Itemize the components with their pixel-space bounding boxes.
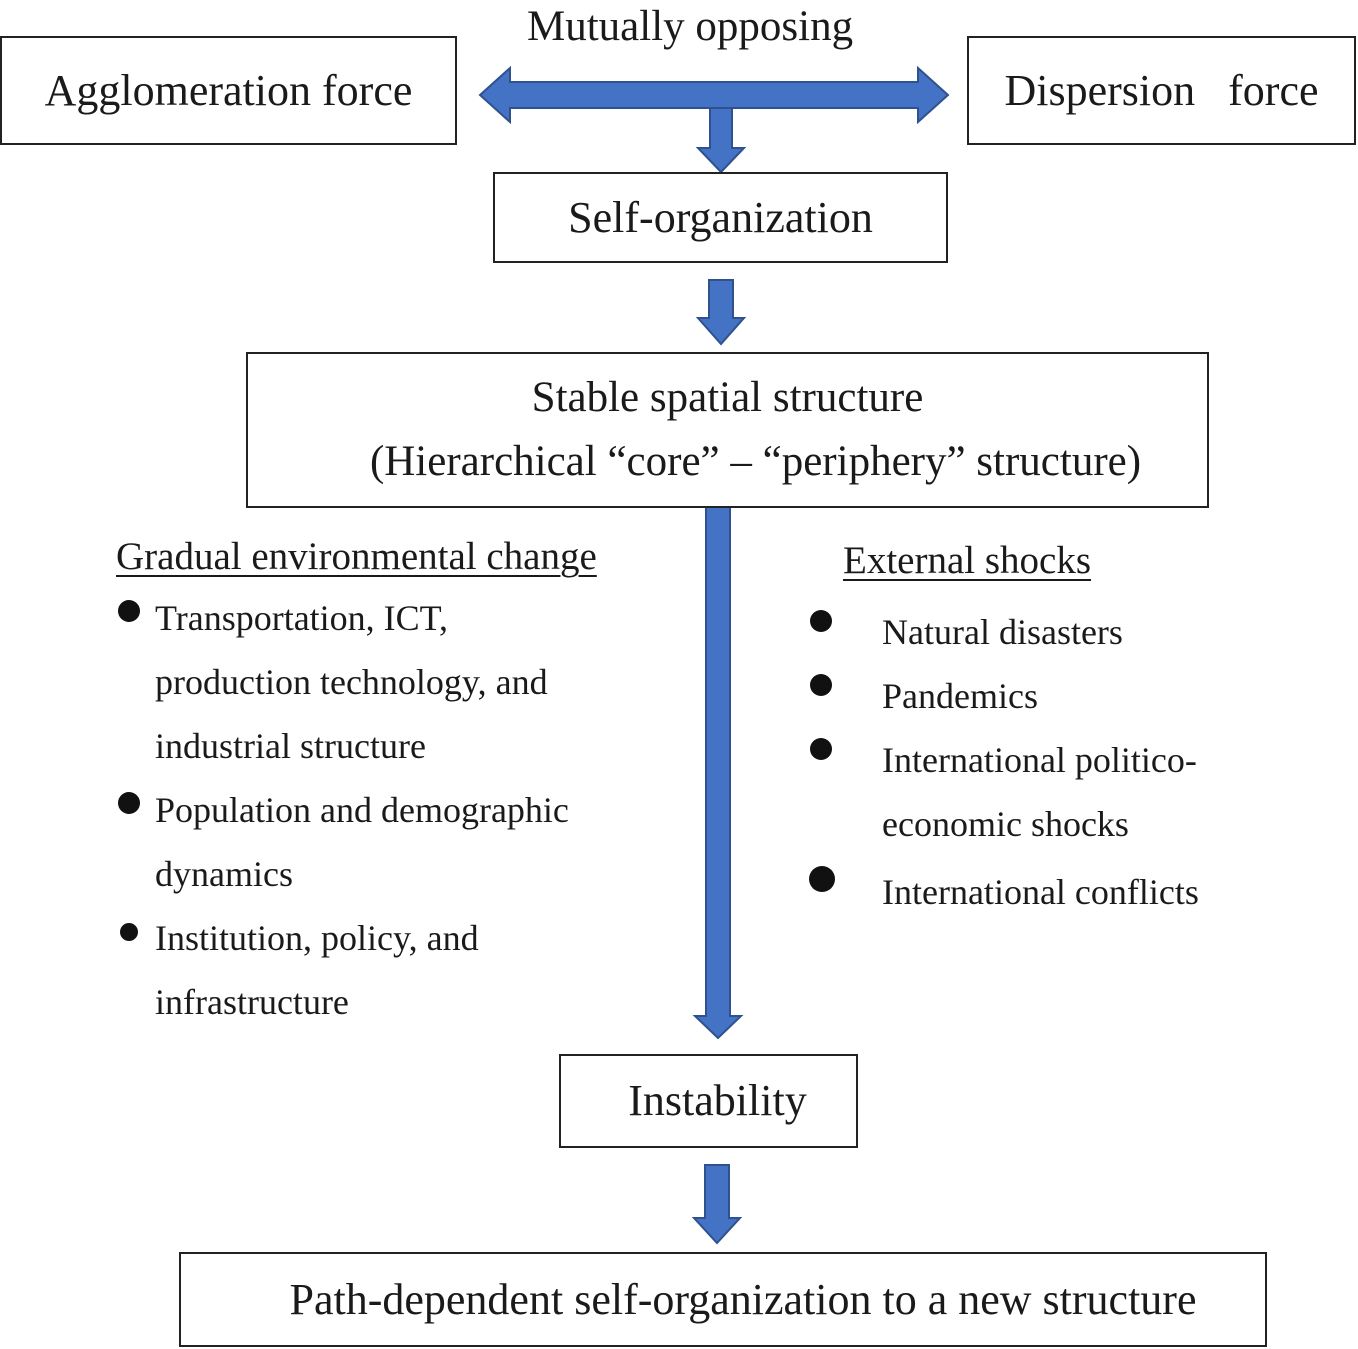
path-dependent-label: Path-dependent self-organization to a ne… [289, 1274, 1197, 1324]
stable-structure-subtitle: (Hierarchical “core” – “periphery” struc… [369, 438, 1142, 485]
mutual-opposition-double-arrow [478, 65, 950, 125]
arrow-to-stable-structure [695, 279, 747, 346]
bullet-icon [118, 600, 140, 622]
list-item-line: International conflicts [882, 872, 1199, 912]
list-item: Natural disasters [808, 600, 1328, 664]
bullet-icon [118, 792, 140, 814]
list-item: Pandemics [808, 664, 1328, 728]
arrow-to-instability [692, 505, 744, 1040]
path-dependent-box: Path-dependent self-organization to a ne… [179, 1252, 1267, 1347]
list-item-line: Transportation, ICT, [155, 598, 448, 638]
instability-box: Instability [559, 1054, 858, 1148]
dispersion-force-box: Dispersion force [967, 36, 1356, 145]
list-item: International politico- economic shocks [808, 728, 1328, 856]
external-shocks-heading: External shocks [843, 539, 1092, 582]
arrow-to-path-dependent [691, 1164, 743, 1245]
list-item-line: dynamics [155, 854, 293, 894]
agglomeration-force-box: Agglomeration force [0, 36, 457, 145]
instability-label: Instability [628, 1076, 807, 1125]
gradual-change-list: Transportation, ICT, production technolo… [114, 586, 674, 1034]
stable-spatial-structure-box: Stable spatial structure (Hierarchical “… [246, 352, 1209, 508]
list-item-line: infrastructure [155, 982, 349, 1022]
bullet-icon [810, 674, 832, 696]
self-organization-box: Self-organization [493, 172, 948, 263]
list-item-line: Natural disasters [882, 612, 1123, 652]
agglomeration-force-label: Agglomeration force [44, 65, 413, 115]
list-item-line: Institution, policy, and [155, 918, 479, 958]
bullet-icon [810, 610, 832, 632]
stable-structure-title: Stable spatial structure [531, 374, 924, 421]
list-item: Population and demographic dynamics [114, 778, 674, 906]
list-item-line: production technology, and [155, 662, 548, 702]
list-item: Transportation, ICT, production technolo… [114, 586, 674, 778]
external-shocks-list: Natural disasters Pandemics Internationa… [808, 600, 1328, 924]
list-item: International conflicts [808, 860, 1328, 924]
arrow-to-self-organization [695, 107, 747, 174]
self-organization-label: Self-organization [568, 192, 873, 242]
list-item-line: economic shocks [882, 804, 1129, 844]
mutually-opposing-label: Mutually opposing [527, 3, 854, 50]
bullet-icon [809, 866, 835, 892]
bullet-icon [120, 923, 138, 941]
dispersion-force-label: Dispersion force [1004, 65, 1319, 115]
list-item-line: International politico- [882, 740, 1197, 780]
gradual-change-heading: Gradual environmental change [116, 535, 597, 578]
bullet-icon [810, 738, 832, 760]
list-item: Institution, policy, and infrastructure [114, 906, 674, 1034]
list-item-line: Population and demographic [155, 790, 569, 830]
list-item-line: industrial structure [155, 726, 426, 766]
list-item-line: Pandemics [882, 676, 1038, 716]
